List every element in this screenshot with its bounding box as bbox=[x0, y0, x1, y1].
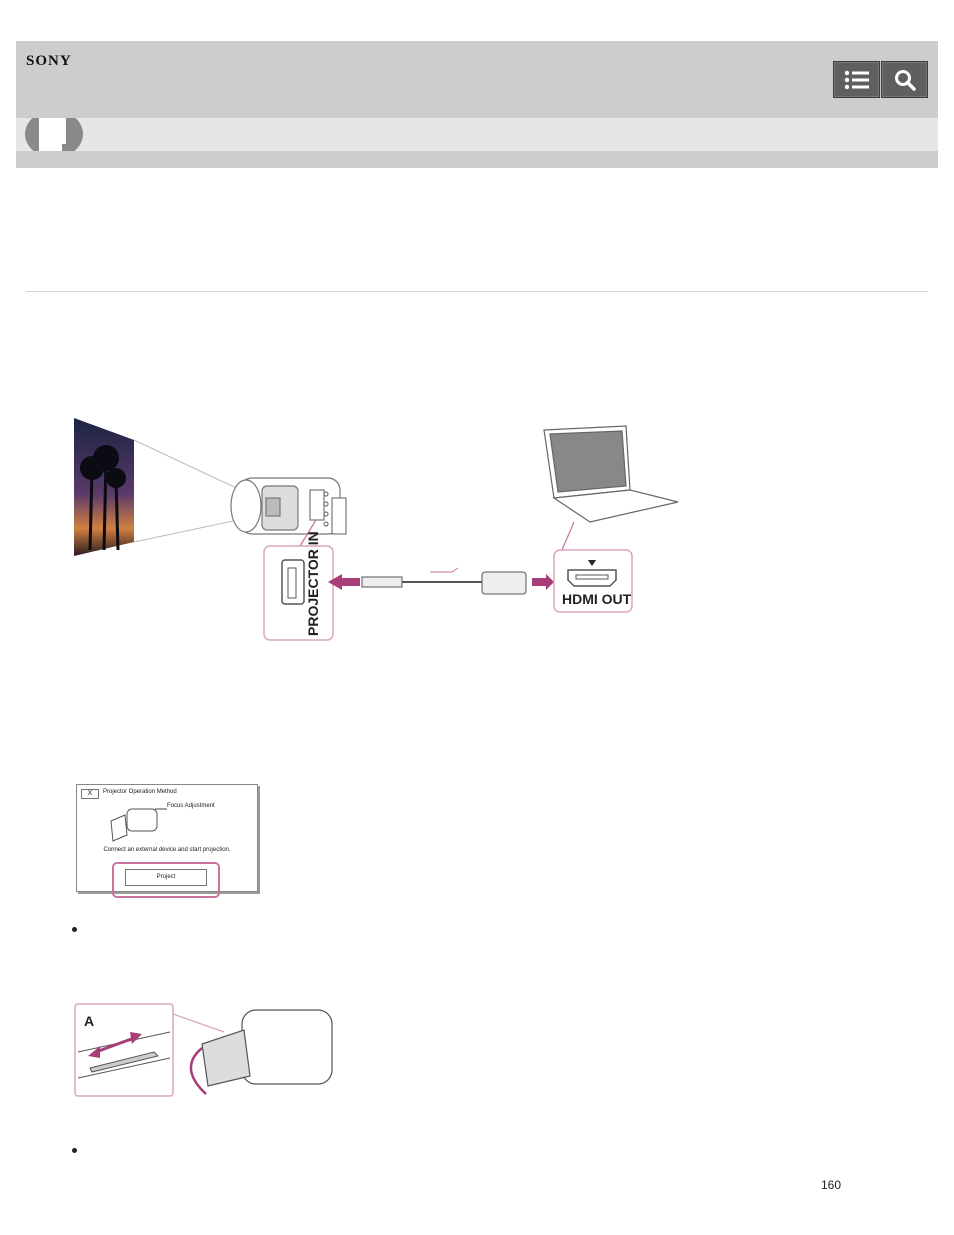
connection-diagram: PROJECTOR IN HDMI OUT bbox=[74, 418, 679, 641]
search-icon bbox=[894, 69, 916, 91]
svg-text:HDMI OUT: HDMI OUT bbox=[562, 591, 632, 607]
page-number: 160 bbox=[821, 1178, 842, 1192]
search-button[interactable] bbox=[881, 61, 928, 98]
list-icon bbox=[844, 70, 869, 89]
header-bar: SONY bbox=[16, 41, 938, 118]
camcorder bbox=[201, 1009, 333, 1087]
table-of-contents-button[interactable] bbox=[833, 61, 880, 98]
arrow-right-icon bbox=[532, 574, 554, 590]
camcorder-icon bbox=[110, 808, 167, 842]
bullet-point bbox=[72, 1148, 77, 1153]
section-divider bbox=[26, 291, 928, 292]
dialog-message: Connect an external device and start pro… bbox=[103, 847, 231, 853]
camcorder bbox=[230, 477, 347, 535]
projected-image bbox=[74, 418, 134, 556]
svg-text:A: A bbox=[84, 1013, 94, 1029]
rotate-arrow-icon bbox=[189, 1047, 207, 1095]
sub-navigation-bar bbox=[16, 118, 938, 151]
bullet-point bbox=[72, 927, 77, 932]
sub-navigation-strip bbox=[16, 151, 938, 168]
focus-adjustment-label: Focus Adjustment bbox=[167, 803, 215, 809]
slide-arrow-icon bbox=[95, 1036, 135, 1054]
project-button: Project bbox=[125, 869, 207, 886]
highlight-box bbox=[112, 862, 220, 898]
arrow-left-icon bbox=[328, 574, 360, 590]
dialog-title: Projector Operation Method bbox=[103, 789, 177, 795]
laptop bbox=[543, 425, 679, 523]
sony-logo: SONY bbox=[26, 53, 72, 69]
close-button: X bbox=[81, 789, 99, 799]
projector-dialog: X Projector Operation Method Focus Adjus… bbox=[76, 784, 258, 892]
book-icon bbox=[25, 118, 83, 151]
focus-adjustment-figure: A bbox=[74, 1003, 333, 1097]
projector-dialog-figure: X Projector Operation Method Focus Adjus… bbox=[76, 784, 260, 900]
svg-text:PROJECTOR IN: PROJECTOR IN bbox=[305, 531, 321, 636]
